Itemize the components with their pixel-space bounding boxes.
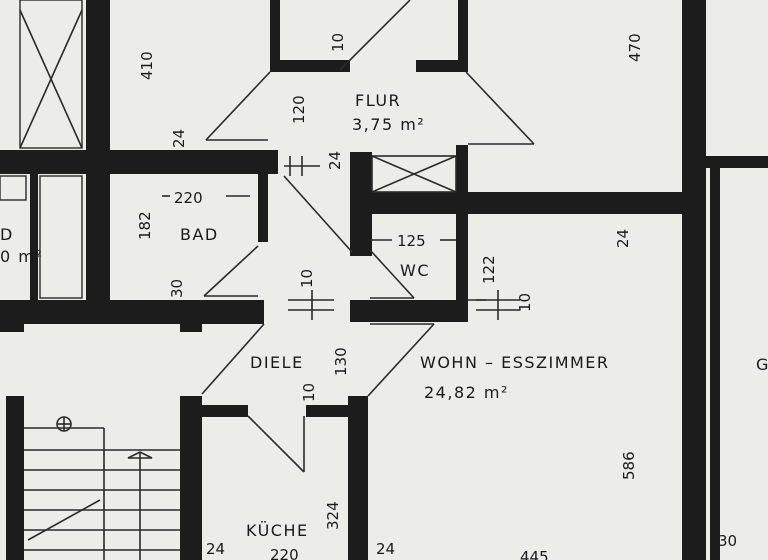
room-name-kueche: KÜCHE xyxy=(246,521,309,540)
wall-bad-corner xyxy=(258,150,278,174)
room-name-diele: DIELE xyxy=(250,353,304,372)
room-area-flur: 3,75 m² xyxy=(352,115,425,134)
wall-bad-bottom xyxy=(0,300,264,324)
room-area-left-fragment: 0 m² xyxy=(0,247,43,266)
wall-kitchen-right xyxy=(348,396,368,560)
dimension-30-bad: 30 xyxy=(168,279,186,298)
wall-right-room-left xyxy=(710,156,720,560)
room-name-wc: WC xyxy=(400,261,430,280)
dimension-10-wc: 10 xyxy=(516,293,534,312)
wall-bad-right xyxy=(258,170,268,242)
shaft-box xyxy=(371,155,457,193)
dimension-30-bottom-right: 30 xyxy=(718,532,737,550)
wall-wc-bottom xyxy=(350,300,468,322)
fixtures xyxy=(0,0,457,560)
dimension-182: 182 xyxy=(136,211,154,240)
dimension-24-right: 24 xyxy=(614,229,632,248)
dimension-120: 120 xyxy=(290,95,308,124)
door-swings xyxy=(201,0,535,473)
dimension-10-kueche: 10 xyxy=(300,383,318,402)
labels: FLUR 3,75 m² BAD WC DIELE WOHN – ESSZIMM… xyxy=(0,33,768,560)
room-area-wohn: 24,82 m² xyxy=(424,383,509,402)
staircase xyxy=(24,416,180,560)
room-name-wohn: WOHN – ESSZIMMER xyxy=(420,353,610,372)
dimension-24-flur: 24 xyxy=(326,151,344,170)
dimension-125: 125 xyxy=(397,232,426,250)
dimension-10-top: 10 xyxy=(329,33,347,52)
wall-wc-top xyxy=(356,192,686,214)
room-name-bad: BAD xyxy=(180,225,219,244)
wall-right-room-top xyxy=(706,156,768,168)
dimension-410: 410 xyxy=(138,51,156,80)
wall-shaft-right xyxy=(456,145,468,205)
dimension-24-bottom-left: 24 xyxy=(206,540,225,558)
wall-flur-left xyxy=(270,0,280,72)
dimension-445-bottom: 445 xyxy=(520,548,549,560)
room-name-right-fragment: G xyxy=(756,355,768,374)
dimension-220-bad: 220 xyxy=(174,189,203,207)
dimension-24-left: 24 xyxy=(170,129,188,148)
cabinet-left-room xyxy=(39,175,83,299)
wall-kitchen-left xyxy=(180,396,202,560)
dimension-130: 130 xyxy=(332,347,350,376)
room-name-flur: FLUR xyxy=(355,91,401,110)
wall-flur-door-left xyxy=(270,60,350,72)
dimension-24-bottom-mid: 24 xyxy=(376,540,395,558)
outlet-left-room xyxy=(0,175,27,201)
dimension-ticks xyxy=(162,156,520,320)
wall-flur-door-right xyxy=(416,60,468,72)
wall-kitchen-top-left xyxy=(200,405,248,417)
dimension-122: 122 xyxy=(480,255,498,284)
dimension-220-bottom: 220 xyxy=(270,546,299,560)
wall-bottom-left-stub xyxy=(0,300,24,332)
wall-bad-bottom-stub xyxy=(180,300,202,332)
wall-bad-top xyxy=(0,150,278,174)
dimension-586: 586 xyxy=(620,451,638,480)
wall-main-right xyxy=(682,0,706,560)
dimension-470: 470 xyxy=(626,33,644,62)
wall-wc-right xyxy=(456,205,468,305)
wall-flur-right xyxy=(458,0,468,72)
wall-left-room-divider xyxy=(30,172,38,300)
dimension-324: 324 xyxy=(324,501,342,530)
dimension-10-diele: 10 xyxy=(298,269,316,288)
room-name-left-fragment: D xyxy=(0,225,14,244)
wall-stair-left xyxy=(6,396,24,560)
